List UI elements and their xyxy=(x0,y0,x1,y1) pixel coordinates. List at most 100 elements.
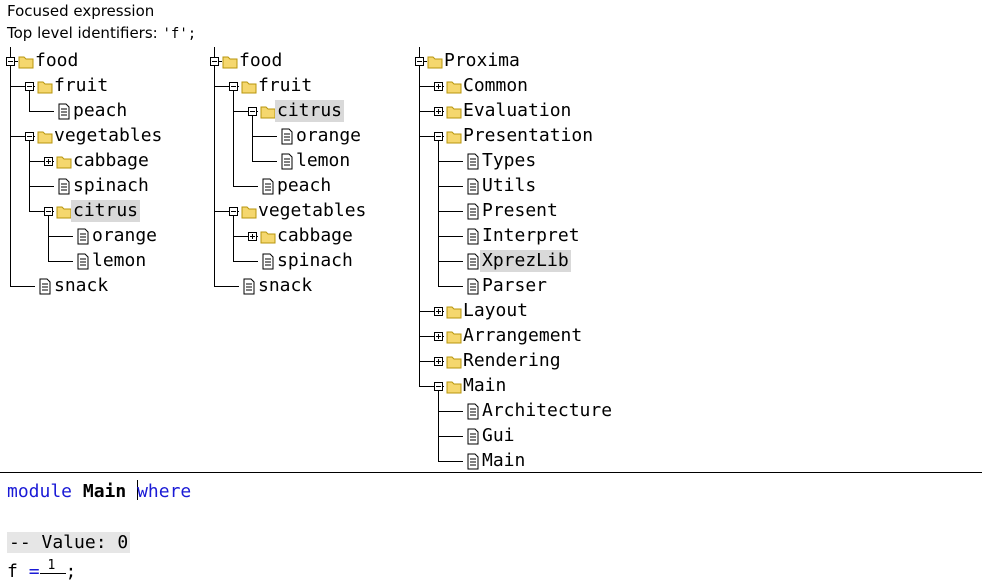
tree-node-architecture[interactable]: Architecture xyxy=(465,400,705,422)
tree-connector xyxy=(252,115,253,161)
tree-connector xyxy=(48,261,73,262)
tree-node-rendering[interactable]: Rendering xyxy=(446,350,686,372)
tree-node-snack[interactable]: snack xyxy=(241,275,481,297)
expand-toggle-icon[interactable] xyxy=(434,82,443,91)
code-line-decl[interactable]: f =1; xyxy=(7,558,76,583)
tree-node-label: Utils xyxy=(482,175,537,196)
tree-node-citrus[interactable]: citrus xyxy=(260,100,500,122)
folder-icon xyxy=(446,325,462,347)
tree-node-peach[interactable]: peach xyxy=(260,175,500,197)
folder-icon xyxy=(18,50,34,72)
tree-node-vegetables[interactable]: vegetables xyxy=(37,125,277,147)
tree-connector xyxy=(29,161,54,162)
tree-node-label: vegetables xyxy=(258,200,367,221)
tree-connector xyxy=(29,140,30,211)
tree-connector xyxy=(419,361,444,362)
tree-node-layout[interactable]: Layout xyxy=(446,300,686,322)
tree-node-label: Presentation xyxy=(463,125,594,146)
tree-connector xyxy=(10,65,11,286)
tree-connector xyxy=(10,86,35,87)
decl-name: f xyxy=(7,561,18,582)
tree-node-common[interactable]: Common xyxy=(446,75,686,97)
pane-divider xyxy=(0,472,982,473)
tree-node-presentation[interactable]: Presentation xyxy=(446,125,686,147)
tree-node-label: Architecture xyxy=(482,400,613,421)
tree-node-cabbage[interactable]: cabbage xyxy=(260,225,500,247)
tree-node-food[interactable]: food xyxy=(222,50,462,72)
tree-node-snack[interactable]: snack xyxy=(37,275,277,297)
tree-node-utils[interactable]: Utils xyxy=(465,175,705,197)
tree-node-label: orange xyxy=(92,225,158,246)
keyword-module: module xyxy=(7,481,73,502)
module-name: Main xyxy=(82,481,127,502)
tree-node-label: cabbage xyxy=(277,225,353,246)
tree-node-label: cabbage xyxy=(73,150,149,171)
tree-connector xyxy=(10,286,35,287)
tree-node-main[interactable]: Main xyxy=(465,450,705,472)
tree-connector xyxy=(233,186,258,187)
tree-connector xyxy=(214,47,215,58)
tree-connector xyxy=(48,215,49,261)
expand-toggle-icon[interactable] xyxy=(434,307,443,316)
tree-node-label: food xyxy=(239,50,283,71)
tree-node-lemon[interactable]: lemon xyxy=(75,250,315,272)
tree-node-peach[interactable]: peach xyxy=(56,100,296,122)
tree-connector xyxy=(438,186,463,187)
tree-node-cabbage[interactable]: cabbage xyxy=(56,150,296,172)
tree-node-label: snack xyxy=(54,275,109,296)
fraction[interactable]: 1 xyxy=(39,558,66,583)
tree-connector xyxy=(438,211,463,212)
file-icon xyxy=(75,225,91,247)
tree-connector xyxy=(214,86,239,87)
tree-node-spinach[interactable]: spinach xyxy=(260,250,500,272)
file-icon xyxy=(56,175,72,197)
tree-node-orange[interactable]: orange xyxy=(279,125,519,147)
tree-node-citrus[interactable]: citrus xyxy=(56,200,296,222)
tree-node-arrangement[interactable]: Arrangement xyxy=(446,325,686,347)
expand-toggle-icon[interactable] xyxy=(434,357,443,366)
tree-node-main[interactable]: Main xyxy=(446,375,686,397)
keyword-where: where xyxy=(137,481,192,502)
code-line-comment[interactable]: -- Value: 0 xyxy=(7,532,131,554)
tree-node-fruit[interactable]: fruit xyxy=(37,75,277,97)
expand-toggle-icon[interactable] xyxy=(248,232,257,241)
tree-node-parser[interactable]: Parser xyxy=(465,275,705,297)
folder-icon xyxy=(56,150,72,172)
tree-connector xyxy=(233,236,258,237)
tree-node-orange[interactable]: orange xyxy=(75,225,315,247)
tree-node-types[interactable]: Types xyxy=(465,150,705,172)
tree-node-vegetables[interactable]: vegetables xyxy=(241,200,481,222)
tree-node-evaluation[interactable]: Evaluation xyxy=(446,100,686,122)
tree-node-xprezlib[interactable]: XprezLib xyxy=(465,250,705,272)
folder-icon xyxy=(427,50,443,72)
fraction-numerator: 1 xyxy=(47,558,56,573)
tree-connector xyxy=(29,90,30,111)
folder-icon xyxy=(446,300,462,322)
tree-connector xyxy=(419,136,444,137)
file-icon xyxy=(260,175,276,197)
file-icon xyxy=(260,250,276,272)
tree-node-label: Layout xyxy=(463,300,529,321)
folder-icon xyxy=(446,350,462,372)
tree-node-spinach[interactable]: spinach xyxy=(56,175,296,197)
tree-node-present[interactable]: Present xyxy=(465,200,705,222)
tree-node-interpret[interactable]: Interpret xyxy=(465,225,705,247)
tree-node-label: Common xyxy=(463,75,529,96)
expand-toggle-icon[interactable] xyxy=(434,107,443,116)
folder-icon xyxy=(446,125,462,147)
tree-view-food-2[interactable]: food fruit citrus orange lemon peach vegetable… xyxy=(0,0,982,472)
tree-node-gui[interactable]: Gui xyxy=(465,425,705,447)
top-level-identifiers: Top level identifiers: 'f'; xyxy=(7,23,196,44)
tree-node-proxima[interactable]: Proxima xyxy=(427,50,667,72)
tree-node-fruit[interactable]: fruit xyxy=(241,75,481,97)
expand-toggle-icon[interactable] xyxy=(44,157,53,166)
code-line-module[interactable]: module Main where xyxy=(7,480,191,503)
tree-node-lemon[interactable]: lemon xyxy=(279,150,519,172)
tree-view-food-1[interactable]: food fruit peach vegetables cabbage spinach ci… xyxy=(0,0,982,472)
tree-node-label: Proxima xyxy=(444,50,520,71)
tree-connector xyxy=(252,136,277,137)
decl-equals: = xyxy=(28,561,40,582)
tree-node-food[interactable]: food xyxy=(18,50,258,72)
expand-toggle-icon[interactable] xyxy=(434,332,443,341)
